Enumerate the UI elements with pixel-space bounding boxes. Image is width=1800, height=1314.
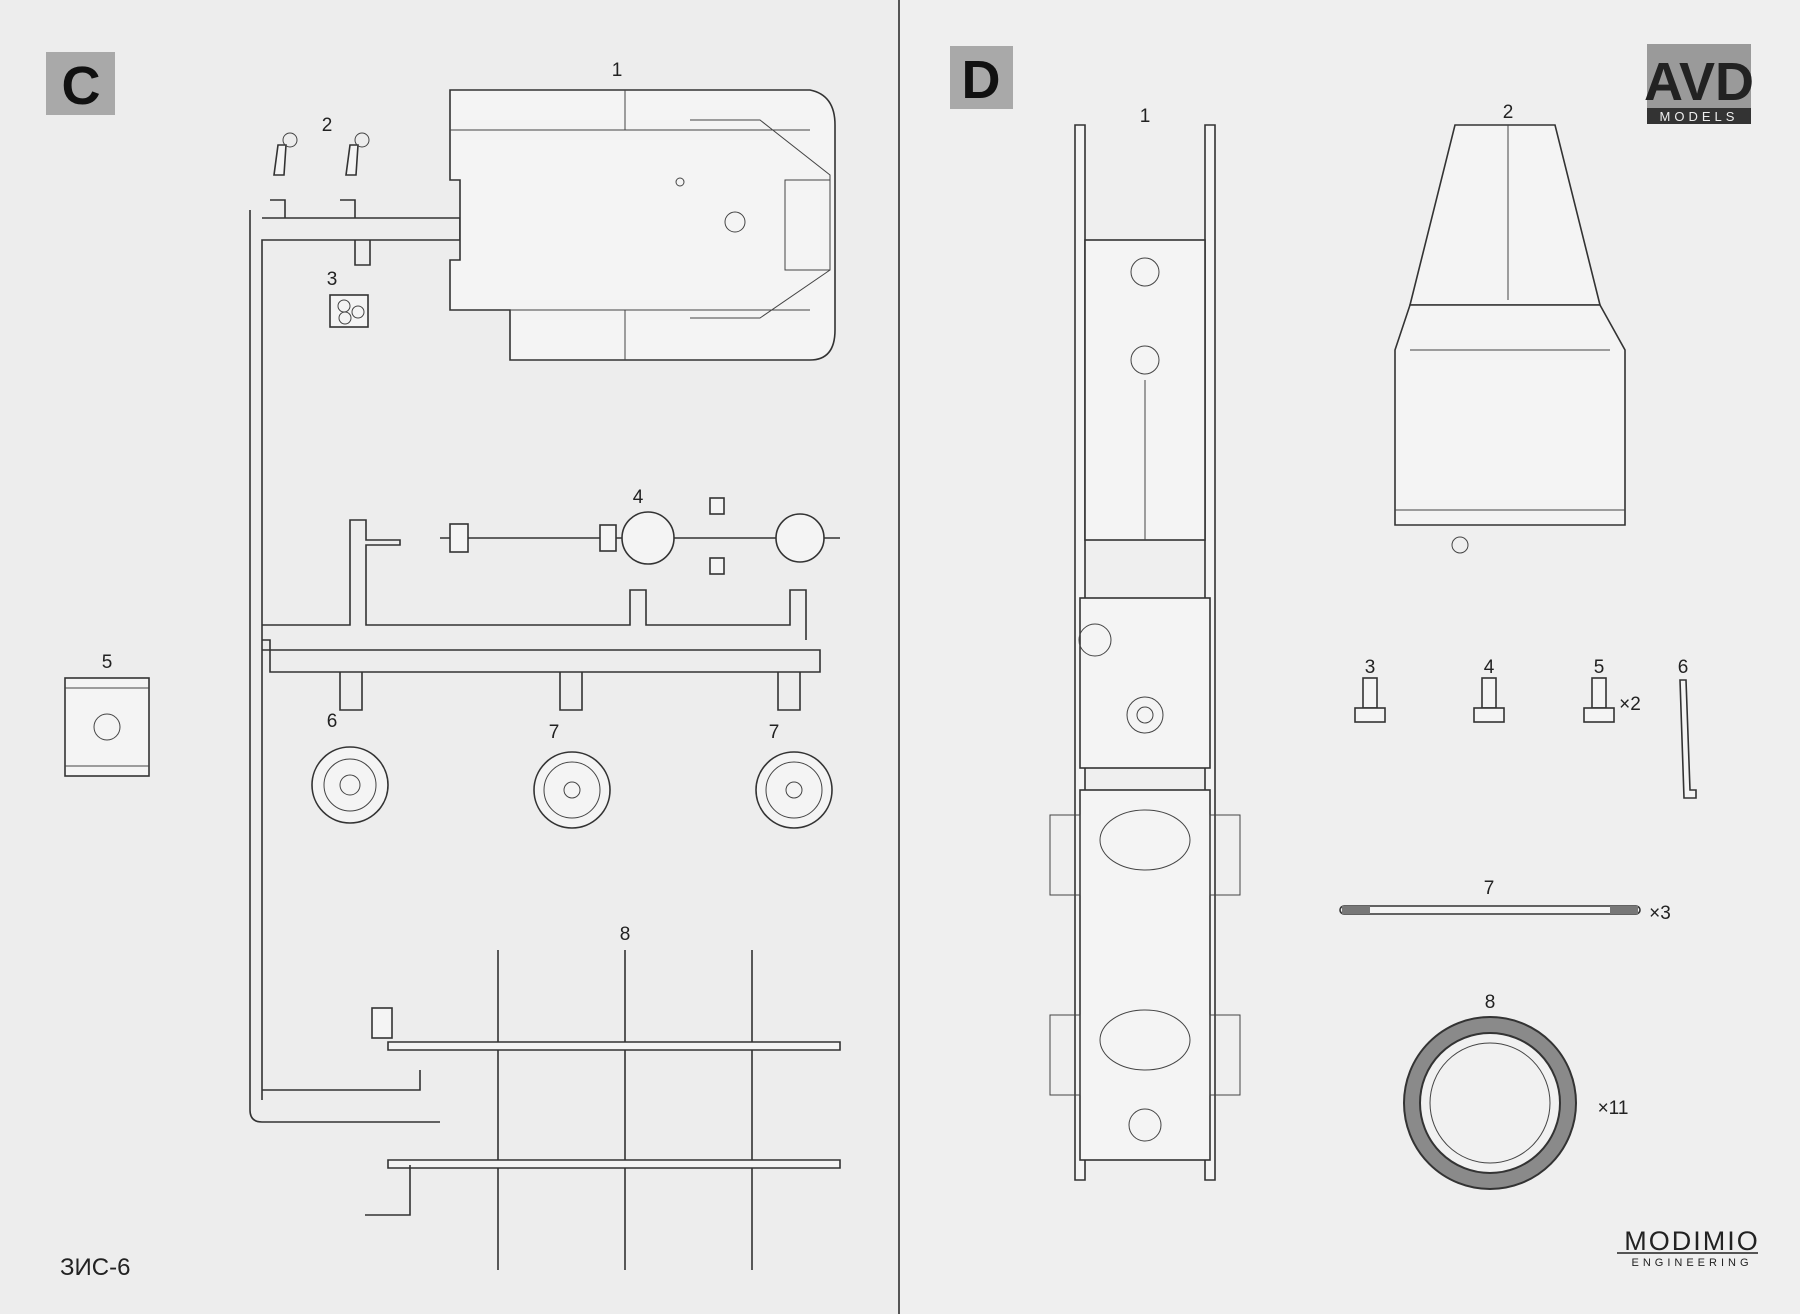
part-d7-label: 7 xyxy=(1484,878,1495,899)
part-c6-label: 6 xyxy=(327,711,338,732)
part-d2-label: 2 xyxy=(1503,102,1514,123)
part-c7-wheel-2 xyxy=(755,751,833,829)
part-c2-hooks xyxy=(273,132,370,176)
part-c2-label: 2 xyxy=(322,115,333,136)
part-d7-quantity: ×3 xyxy=(1649,903,1671,924)
svg-text:MODELS: MODELS xyxy=(1660,109,1739,124)
right-page xyxy=(899,0,1800,1314)
part-d5-bolt xyxy=(1583,677,1615,723)
part-d3-bolt xyxy=(1354,677,1386,723)
part-c7-wheel xyxy=(533,751,611,829)
svg-text:AVD: AVD xyxy=(1644,52,1754,112)
part-c1-label: 1 xyxy=(612,60,623,81)
part-c1-frame xyxy=(449,89,836,361)
part-d5-quantity: ×2 xyxy=(1619,694,1641,715)
modimio-engineering-logo: MODIMIO ENGINEERING xyxy=(1617,1226,1760,1269)
part-c5-label: 5 xyxy=(102,652,113,673)
part-c7-label-2: 7 xyxy=(769,722,780,743)
part-c3 xyxy=(329,294,369,328)
section-c-letter: C xyxy=(62,56,101,116)
section-d-letter: D xyxy=(962,50,1001,110)
part-c4-driveshaft xyxy=(440,497,840,575)
part-d1-chassis xyxy=(1049,124,1241,1181)
svg-text:ENGINEERING: ENGINEERING xyxy=(1631,1257,1752,1269)
avd-models-logo: AVD MODELS xyxy=(1644,44,1754,124)
part-c6-wheel xyxy=(311,746,389,824)
part-d6-label: 6 xyxy=(1678,657,1689,678)
part-d1-label: 1 xyxy=(1140,106,1151,127)
part-d5-label: 5 xyxy=(1594,657,1605,678)
part-c7-label: 7 xyxy=(549,722,560,743)
part-c8-label: 8 xyxy=(620,924,631,945)
part-d7-rod xyxy=(1339,905,1641,915)
part-d3-label: 3 xyxy=(1365,657,1376,678)
part-d4-bolt xyxy=(1473,677,1505,723)
part-c3-label: 3 xyxy=(327,269,338,290)
part-d8-label: 8 xyxy=(1485,992,1496,1013)
part-c8-rack xyxy=(365,950,841,1270)
model-name-footer: ЗИС-6 xyxy=(60,1254,130,1281)
section-c-badge xyxy=(46,52,115,115)
part-d2-hood xyxy=(1394,124,1626,554)
part-d6-bracket xyxy=(1679,679,1697,799)
svg-text:MODIMIO: MODIMIO xyxy=(1624,1226,1760,1256)
section-d-badge xyxy=(950,46,1013,109)
part-d8-tyre xyxy=(1403,1016,1577,1190)
part-d4-label: 4 xyxy=(1484,657,1495,678)
part-d8-quantity: ×11 xyxy=(1598,1098,1629,1119)
part-c4-label: 4 xyxy=(633,487,644,508)
part-c5-plate xyxy=(64,677,150,777)
